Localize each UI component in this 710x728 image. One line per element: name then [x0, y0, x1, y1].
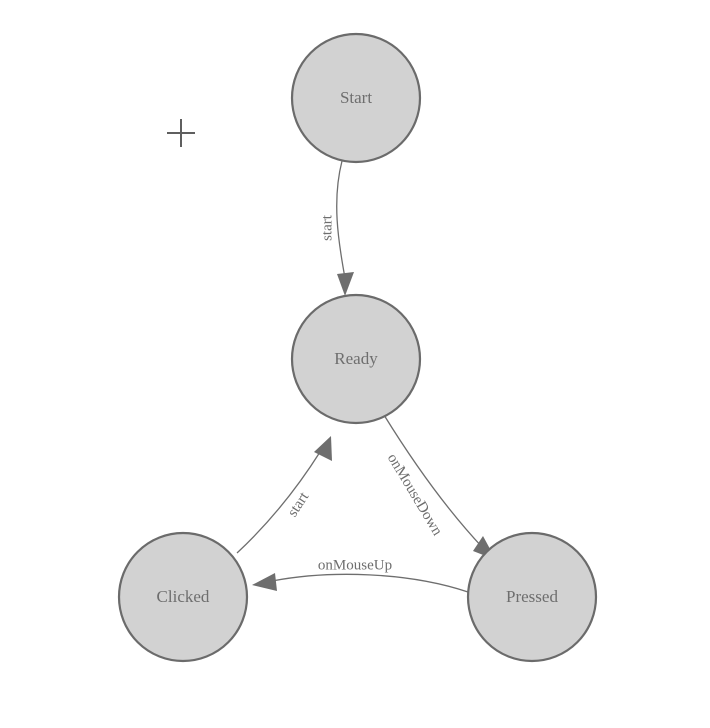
edge-path-ready-to-pressed: [383, 414, 484, 549]
edge-label-pressed-to-clicked: onMouseUp: [318, 557, 392, 573]
node-label-pressed: Pressed: [506, 587, 558, 606]
arrowhead-start-to-ready: [337, 272, 354, 296]
edge-pressed-to-clicked[interactable]: onMouseUp: [252, 557, 469, 593]
edge-path-start-to-ready: [336, 160, 346, 279]
node-circle-start[interactable]: [290, 32, 422, 164]
node-start[interactable]: Start: [290, 32, 422, 164]
node-label-clicked: Clicked: [157, 587, 210, 606]
edge-label-ready-to-pressed: onMouseDown: [384, 451, 446, 539]
node-label-ready: Ready: [334, 349, 378, 368]
arrowhead-pressed-to-clicked: [252, 573, 277, 591]
node-circle-clicked[interactable]: [117, 531, 249, 663]
edge-label-start-to-ready: start: [319, 214, 335, 241]
node-circle-pressed[interactable]: [466, 531, 598, 663]
edge-path-clicked-to-ready: [236, 451, 321, 554]
node-label-start: Start: [340, 88, 372, 107]
node-pressed[interactable]: Pressed: [466, 531, 598, 663]
edge-ready-to-pressed[interactable]: onMouseDown: [383, 414, 496, 560]
node-ready[interactable]: Ready: [290, 293, 422, 425]
edge-label-clicked-to-ready: start: [285, 489, 313, 520]
node-clicked[interactable]: Clicked: [117, 531, 249, 663]
edge-start-to-ready[interactable]: start: [319, 160, 354, 296]
arrowhead-clicked-to-ready: [314, 436, 332, 461]
edge-clicked-to-ready[interactable]: start: [236, 436, 332, 554]
edge-path-pressed-to-clicked: [271, 573, 469, 593]
plus-marker-icon: [167, 119, 195, 147]
node-circle-ready[interactable]: [290, 293, 422, 425]
